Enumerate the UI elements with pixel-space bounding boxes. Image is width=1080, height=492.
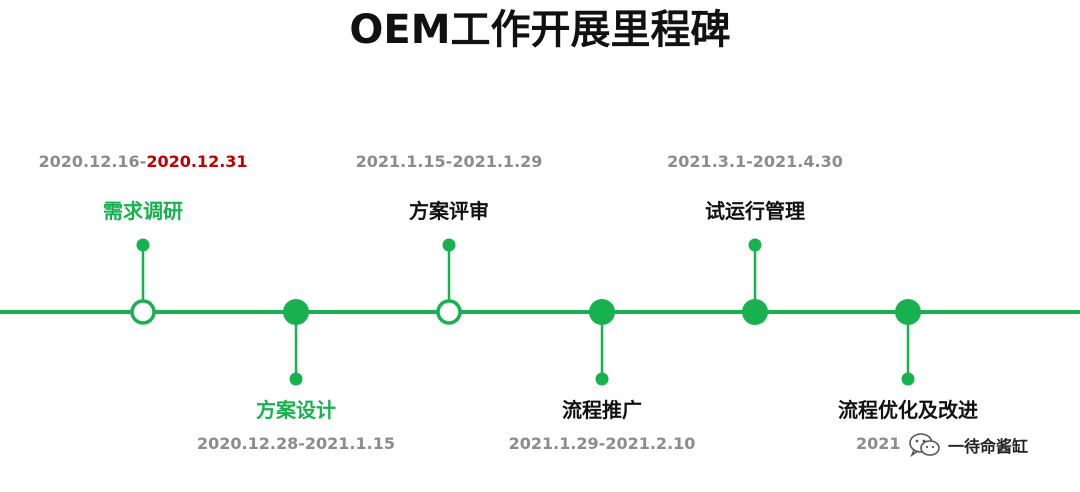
milestone-date-start: 2020.12.16- xyxy=(38,152,147,171)
milestone-date-label: 2021.1.15-2021.1.29 xyxy=(356,152,543,171)
milestone-date-end: 2020.12.31 xyxy=(146,152,248,171)
milestone-stage-label: 流程推广 xyxy=(562,398,642,422)
milestone-dot xyxy=(136,238,150,252)
milestone-date-label: 2020.12.28-2021.1.15 xyxy=(197,434,395,453)
wechat-icon xyxy=(909,433,940,458)
milestone-node-hollow xyxy=(130,299,156,325)
watermark: 一待命酱缸 xyxy=(908,428,1028,462)
milestone-dot xyxy=(595,372,609,386)
milestone-node-filled xyxy=(589,299,615,325)
milestone-stage-label: 流程优化及改进 xyxy=(838,398,978,422)
milestone-date-label: 2020.12.16-2020.12.31 xyxy=(38,152,247,171)
milestone-date-start: 2021.1.29-2021.2.10 xyxy=(508,434,696,453)
milestone-stage-label: 试运行管理 xyxy=(705,199,805,223)
milestone-node-filled xyxy=(895,299,921,325)
milestone-date-start: 2021 xyxy=(856,434,901,453)
milestone-date-start: 2020.12.28-2021.1.15 xyxy=(197,434,395,453)
page-title: OEM工作开展里程碑 xyxy=(349,7,731,53)
milestone-date-label: 2021.1.29-2021.2.10 xyxy=(509,434,696,453)
milestone-date-label: 2021 xyxy=(856,434,901,453)
milestone-stage-label: 方案评审 xyxy=(409,199,489,223)
milestone-stage-label: 需求调研 xyxy=(103,199,183,223)
milestone-dot xyxy=(289,372,303,386)
milestone-date-start: 2021.1.15-2021.1.29 xyxy=(355,152,543,171)
watermark-text: 一待命酱缸 xyxy=(948,437,1029,456)
milestone-node-filled xyxy=(283,299,309,325)
milestone-date-start: 2021.3.1-2021.4.30 xyxy=(667,152,843,171)
milestone-node-filled xyxy=(742,299,768,325)
milestone-stage-label: 方案设计 xyxy=(256,398,336,422)
milestone-dot xyxy=(748,238,762,252)
milestone-node-hollow xyxy=(436,299,462,325)
milestone-dot xyxy=(442,238,456,252)
milestone-date-label: 2021.3.1-2021.4.30 xyxy=(667,152,843,171)
milestone-dot xyxy=(901,372,915,386)
